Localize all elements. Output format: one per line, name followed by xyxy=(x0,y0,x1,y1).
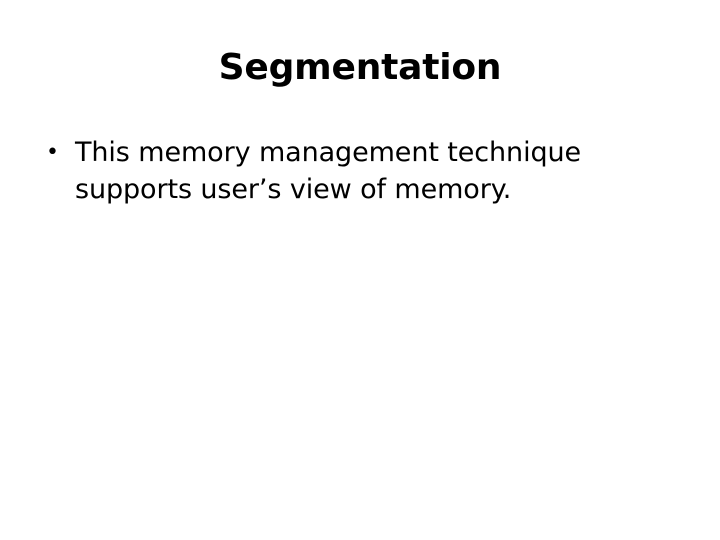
slide-body: • This memory management technique suppo… xyxy=(38,134,686,208)
list-item: • This memory management technique suppo… xyxy=(38,134,686,208)
page-title: Segmentation xyxy=(218,47,502,88)
bullet-dot-icon: • xyxy=(46,140,59,165)
bullet-list: • This memory management technique suppo… xyxy=(38,134,686,208)
list-item-label: This memory management technique support… xyxy=(75,137,582,205)
